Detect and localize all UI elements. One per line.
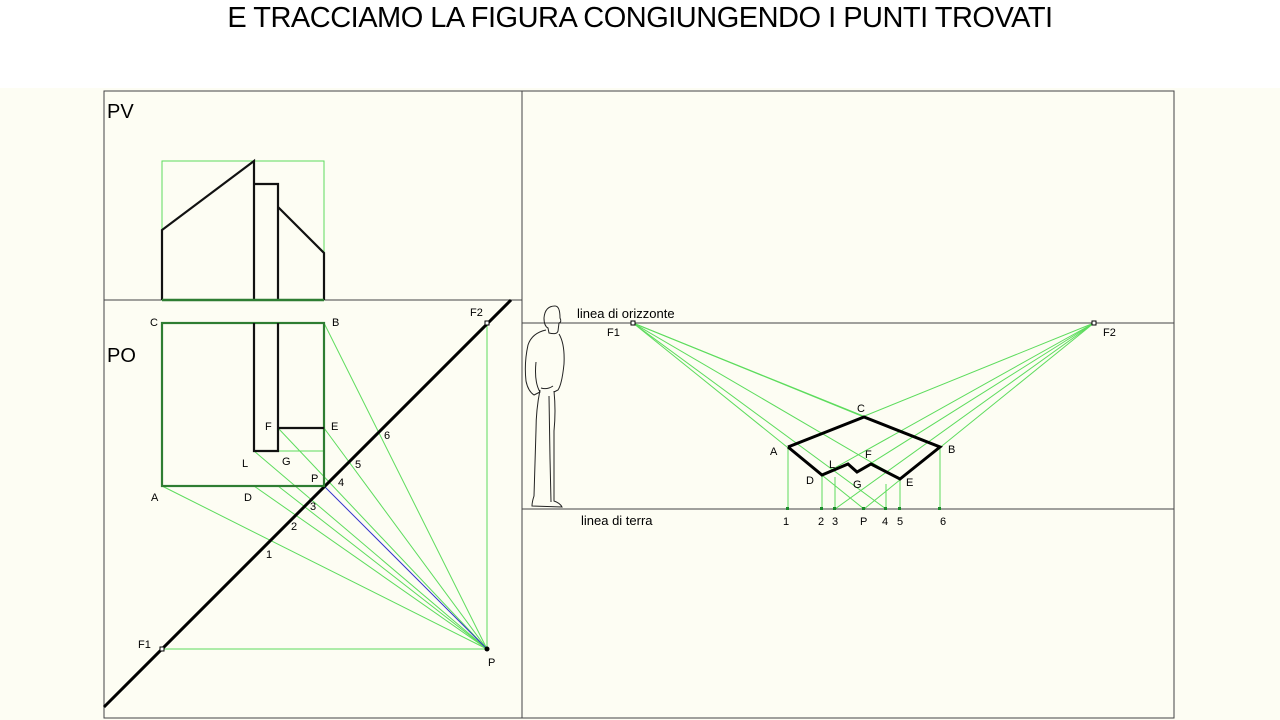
ground-numbers: 1 2 3 P 4 5 6 [783,516,946,528]
title-bar [0,0,1280,88]
observer-figure [524,305,565,508]
num-5: 5 [355,459,361,471]
persp-label-d: D [806,475,814,487]
po-point-labels: C B A D E F G L P F1 F2 P [138,307,495,669]
pv-outline [160,158,326,300]
persp-label-e: E [906,477,913,489]
perspective-figure [787,415,943,481]
ground-num-p: P [860,516,867,528]
ground-num-5: 5 [897,516,903,528]
num-1: 1 [266,549,272,561]
picture-plane-trace [102,298,513,709]
persp-label-a: A [770,446,778,458]
label-f2: F2 [470,307,483,319]
label-vp-f1: F1 [607,327,620,339]
ground-num-6: 6 [940,516,946,528]
label-p: P [311,473,318,485]
right-panel: linea di orizzonte linea di terra [524,305,1116,528]
ground-num-4: 4 [882,516,888,528]
label-f1: F1 [138,639,151,651]
persp-label-b: B [948,444,955,456]
po-label: PO [107,345,136,367]
label-d: D [244,492,252,504]
right-frame [521,90,1175,719]
po-intersection-numbers: 1 2 3 4 5 6 [266,430,390,561]
po-markers [159,320,490,652]
persp-label-g: G [853,479,862,491]
num-3: 3 [310,501,316,513]
num-6: 6 [384,430,390,442]
num-2: 2 [291,521,297,533]
label-f: F [265,421,272,433]
label-g: G [282,456,291,468]
persp-label-c: C [857,403,865,415]
label-vp-f2: F2 [1103,327,1116,339]
persp-label-f: F [865,449,872,461]
vertical-projection-lines [787,447,941,509]
label-e: E [331,421,338,433]
left-frame [103,90,523,719]
ground-markers [786,507,941,510]
station-point [484,646,490,652]
pv-view [160,158,326,302]
pv-label: PV [107,101,134,123]
po-outline [160,321,326,488]
num-4: 4 [338,477,344,489]
po-construction-lines [161,322,488,650]
perspective-labels: F1 F2 A B C D E F G L [607,327,1116,491]
label-b: B [332,317,339,329]
ground-label: linea di terra [581,513,653,528]
ground-num-3: 3 [832,516,838,528]
left-panel: PV PO [102,101,513,709]
ground-num-2: 2 [818,516,824,528]
slide-title: E TRACCIAMO LA FIGURA CONGIUNGENDO I PUN… [227,2,1053,34]
vanishing-markers [630,320,1097,326]
horizon-label: linea di orizzonte [577,306,675,321]
pv-bounding-box [161,160,325,301]
label-a: A [151,492,159,504]
label-station-p: P [488,657,495,669]
label-l: L [242,458,248,470]
persp-label-l: L [829,459,835,471]
label-c: C [150,317,158,329]
sight-line-p [323,485,488,650]
ground-num-1: 1 [783,516,789,528]
